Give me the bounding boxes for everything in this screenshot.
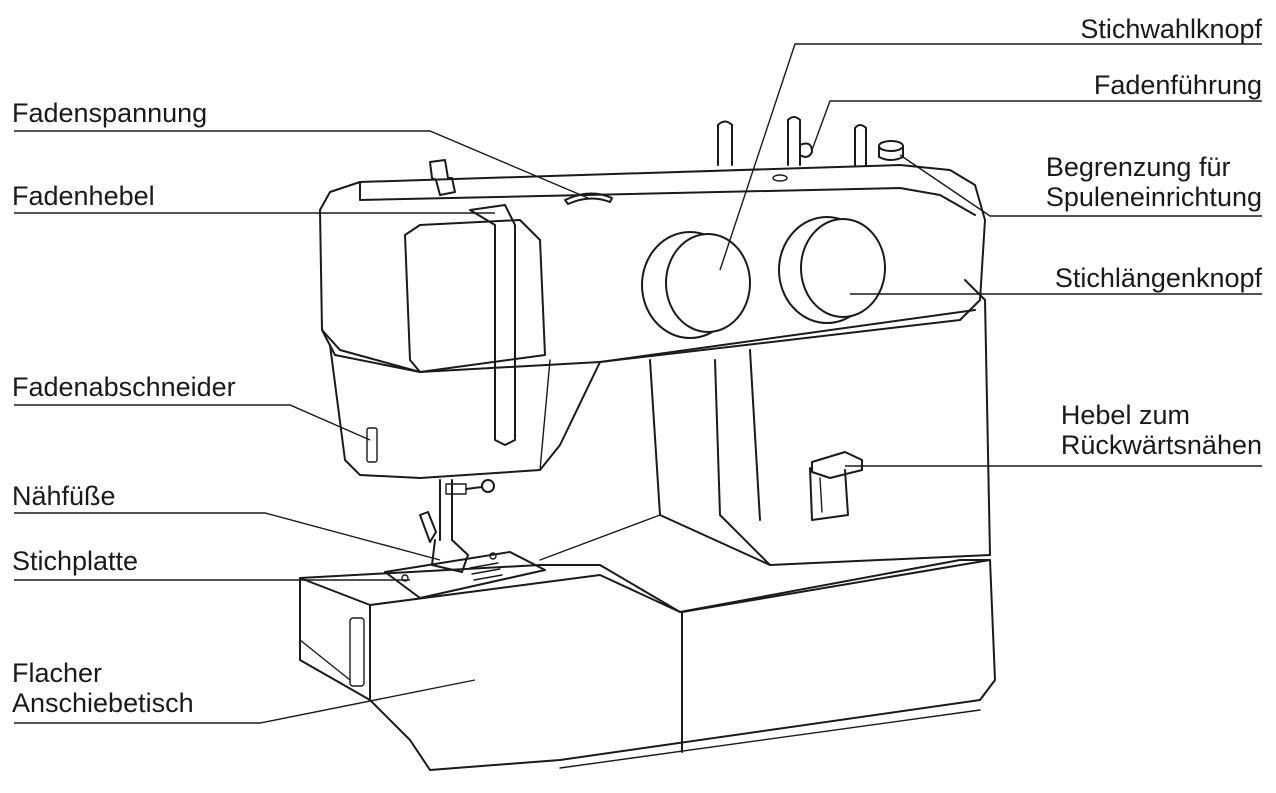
reverse-lever — [810, 452, 862, 520]
label-hebel-line1: Hebel zum — [1061, 400, 1262, 430]
label-fadenhebel: Fadenhebel — [12, 181, 155, 211]
label-hebel-line2: Rückwärtsnähen — [1061, 430, 1262, 460]
machine-pillar — [540, 280, 990, 565]
label-fadenabschneider: Fadenabschneider — [12, 372, 236, 402]
label-fadenfuehrung: Fadenführung — [1094, 70, 1262, 100]
label-fadenfuehrung-text: Fadenführung — [1094, 70, 1262, 100]
label-stichlaengenknopf-text: Stichlängenknopf — [1055, 263, 1262, 293]
machine-base — [300, 560, 995, 770]
leader-fadenabschneider — [14, 405, 370, 440]
label-flacher-line2: Anschiebetisch — [12, 688, 194, 718]
machine-arm — [320, 165, 985, 478]
label-begrenzung-line2: Spuleneinrichtung — [1046, 182, 1262, 212]
label-stichwahlknopf: Stichwahlknopf — [1080, 14, 1262, 44]
label-naehfuesse: Nähfüße — [12, 481, 116, 511]
label-hebel: Hebel zum Rückwärtsnähen — [1061, 400, 1262, 460]
label-stichplatte: Stichplatte — [12, 546, 138, 576]
label-stichplatte-text: Stichplatte — [12, 546, 138, 576]
label-flacher: Flacher Anschiebetisch — [12, 658, 194, 718]
label-fadenspannung-text: Fadenspannung — [12, 98, 207, 128]
label-stichlaengenknopf: Stichlängenknopf — [1055, 263, 1262, 293]
label-fadenspannung: Fadenspannung — [12, 98, 207, 128]
label-naehfuesse-text: Nähfüße — [12, 481, 116, 511]
label-fadenabschneider-text: Fadenabschneider — [12, 372, 236, 402]
label-begrenzung: Begrenzung für Spuleneinrichtung — [1046, 152, 1262, 212]
label-flacher-line1: Flacher — [12, 658, 194, 688]
label-fadenhebel-text: Fadenhebel — [12, 181, 155, 211]
leader-fadenfuehrung — [812, 101, 1262, 150]
label-begrenzung-line1: Begrenzung für — [1046, 152, 1262, 182]
dials — [642, 217, 885, 338]
label-stichwahlknopf-text: Stichwahlknopf — [1080, 14, 1262, 44]
